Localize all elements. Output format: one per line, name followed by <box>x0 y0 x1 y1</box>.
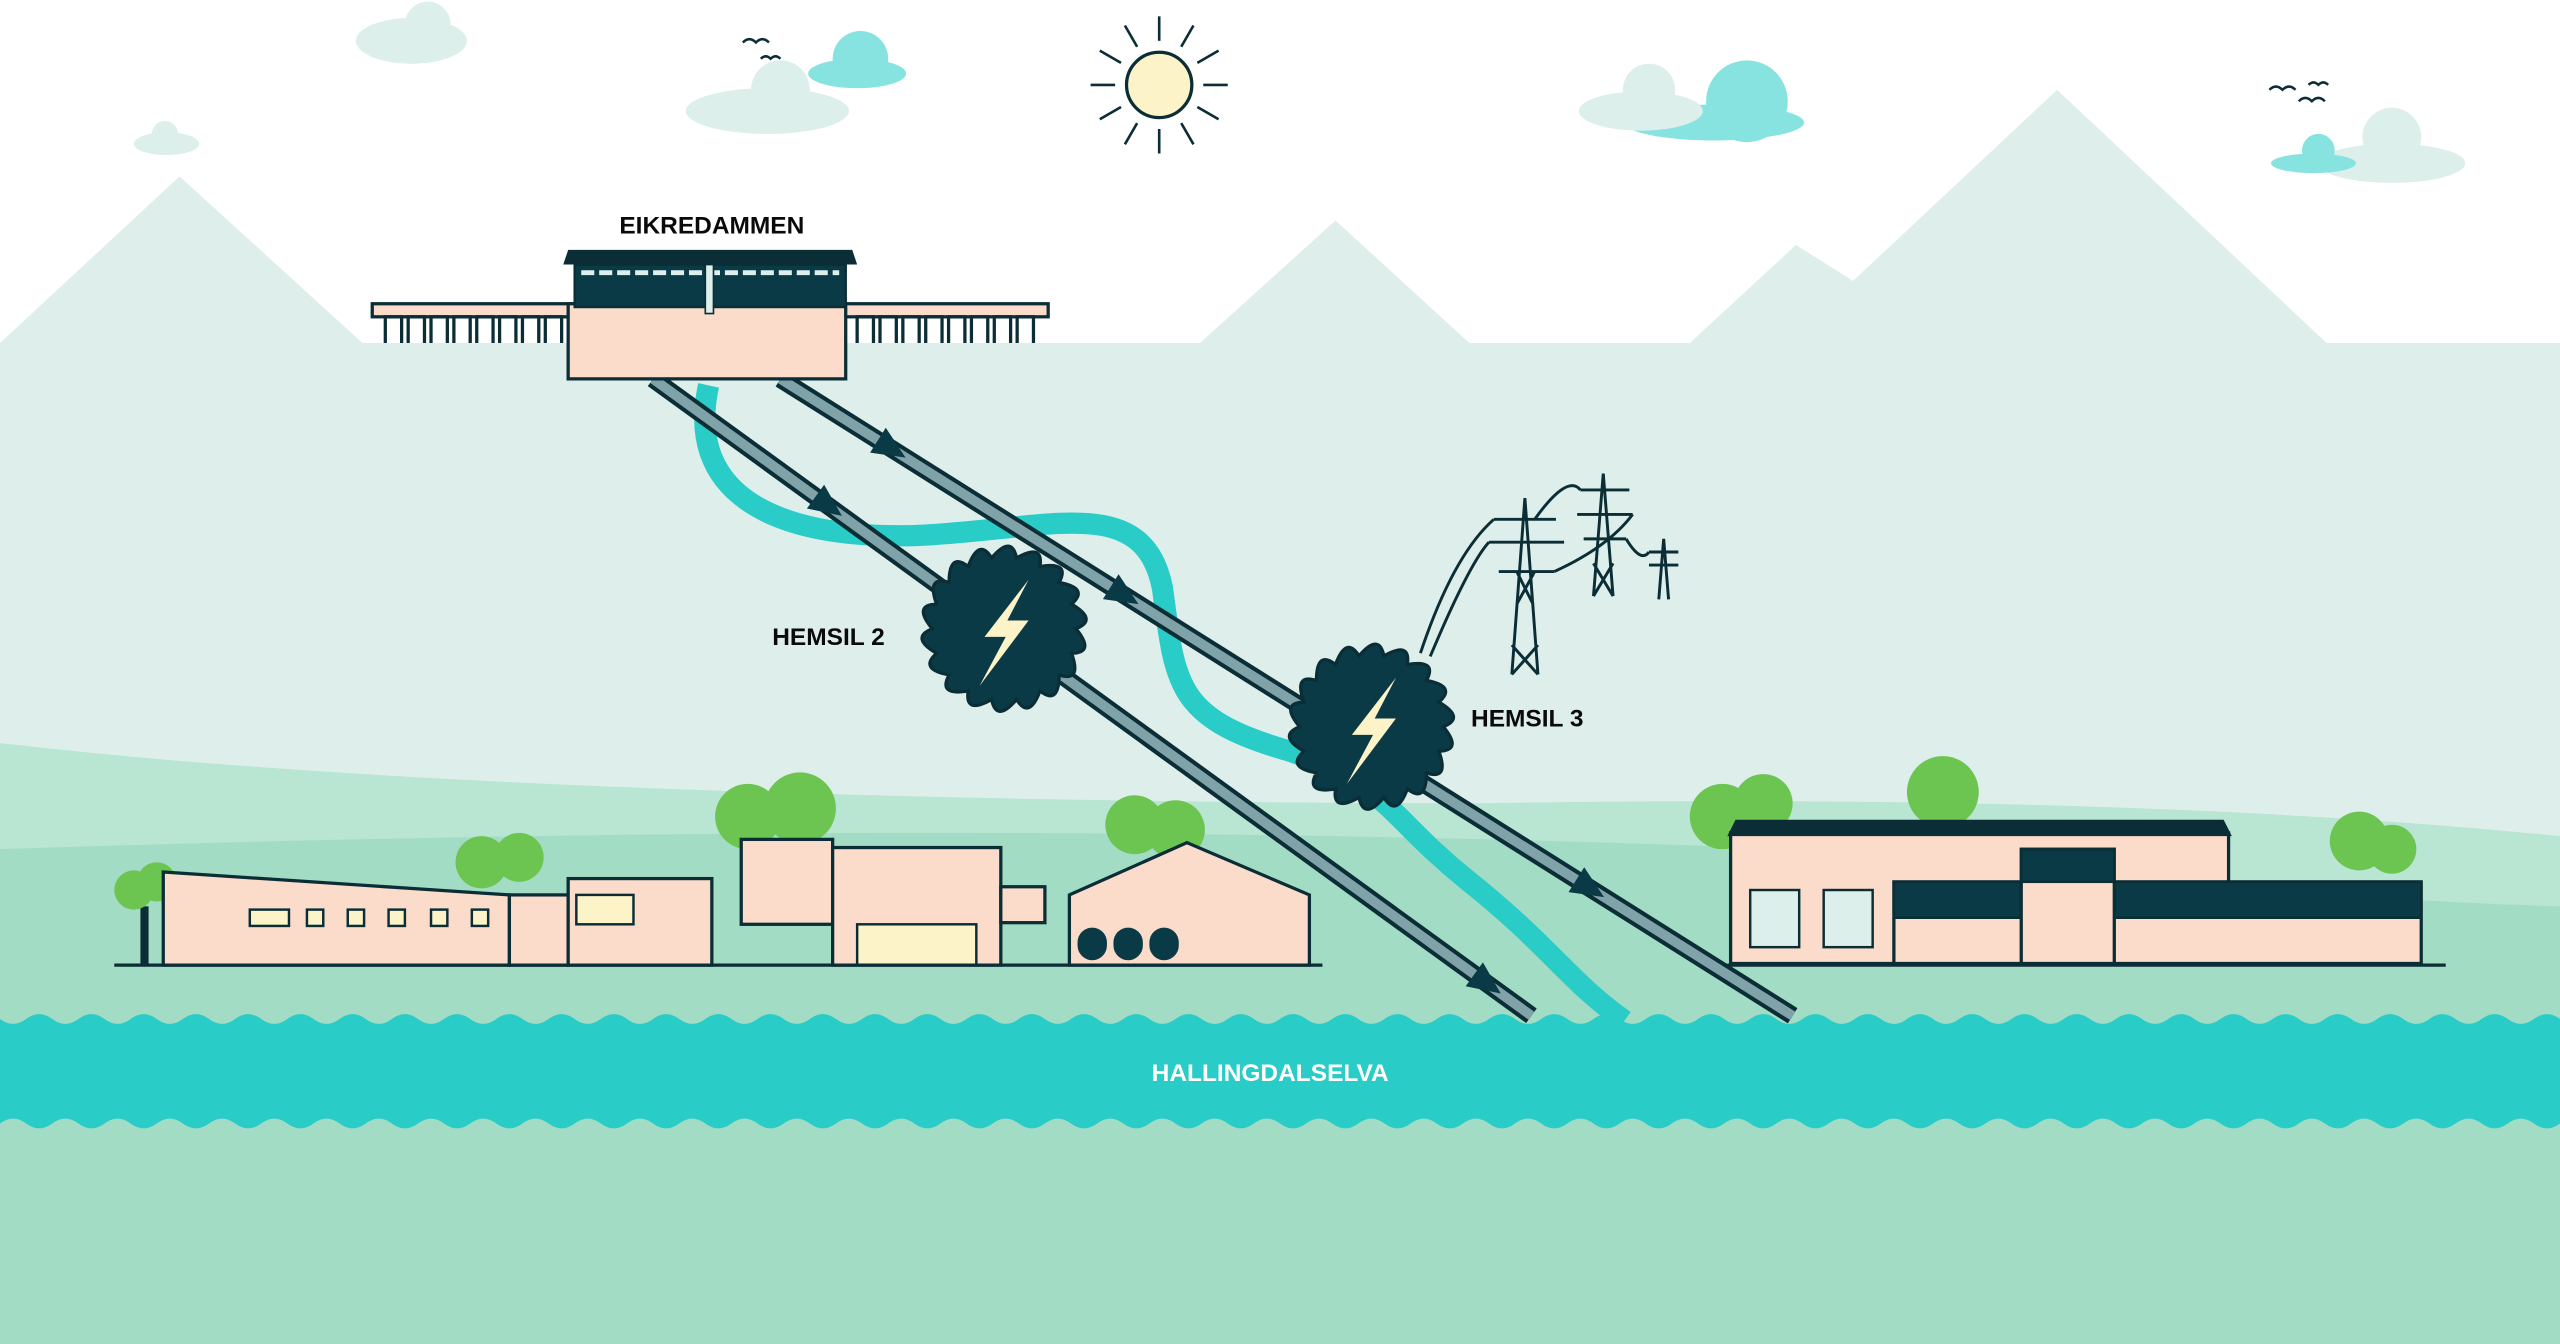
sun-ray <box>1180 122 1195 145</box>
bird-icon <box>759 55 782 61</box>
sun-icon <box>1090 16 1228 154</box>
flow-arrow-icon <box>806 484 842 516</box>
bird-icon <box>2268 85 2297 92</box>
cloud <box>133 120 200 156</box>
flow-arrow-icon <box>1102 574 1139 605</box>
sun-ray <box>1180 24 1195 48</box>
sun-ray <box>1099 49 1122 65</box>
sun-ray <box>1196 49 1220 65</box>
penstock-pipe-2 <box>775 371 1798 1024</box>
bird-icon <box>2307 81 2330 87</box>
bird-icon <box>2297 96 2326 103</box>
cloud <box>1578 60 1805 143</box>
hemsil-2-label: HEMSIL 2 <box>772 624 884 651</box>
buildings-right <box>1727 819 2446 967</box>
cloud <box>2271 107 2466 183</box>
birds <box>741 37 2330 103</box>
dam-eikredammen <box>370 249 1050 381</box>
flow-arrow-icon <box>870 427 906 458</box>
clouds <box>133 1 2466 183</box>
lightning-bolt-icon <box>979 579 1029 686</box>
flow-arrow-icon <box>1465 962 1501 994</box>
hemsil-3-label: HEMSIL 3 <box>1471 706 1583 733</box>
trees <box>114 756 2417 966</box>
dam-label: EIKREDAMMEN <box>619 213 804 240</box>
cloud <box>685 31 907 134</box>
sun-ray <box>1099 105 1122 121</box>
bird-icon <box>741 37 770 45</box>
river-label: HALLINGDALSELVA <box>1152 1060 1389 1087</box>
river <box>0 1014 2560 1129</box>
cloud <box>355 1 467 64</box>
turbine-hemsil-2 <box>920 544 1088 713</box>
water-stream <box>694 383 1631 1030</box>
flow-arrows <box>806 427 1605 994</box>
sun-ray <box>1123 24 1139 48</box>
buildings-left <box>114 837 1323 967</box>
penstock-pipe-1 <box>647 371 1537 1024</box>
sun-ray <box>1196 105 1220 121</box>
flow-arrow-icon <box>1568 867 1605 898</box>
lightning-bolt-icon <box>1346 677 1396 784</box>
power-pylons <box>1419 473 1679 676</box>
sun-ray <box>1123 122 1139 145</box>
turbine-hemsil-3 <box>1287 642 1456 811</box>
